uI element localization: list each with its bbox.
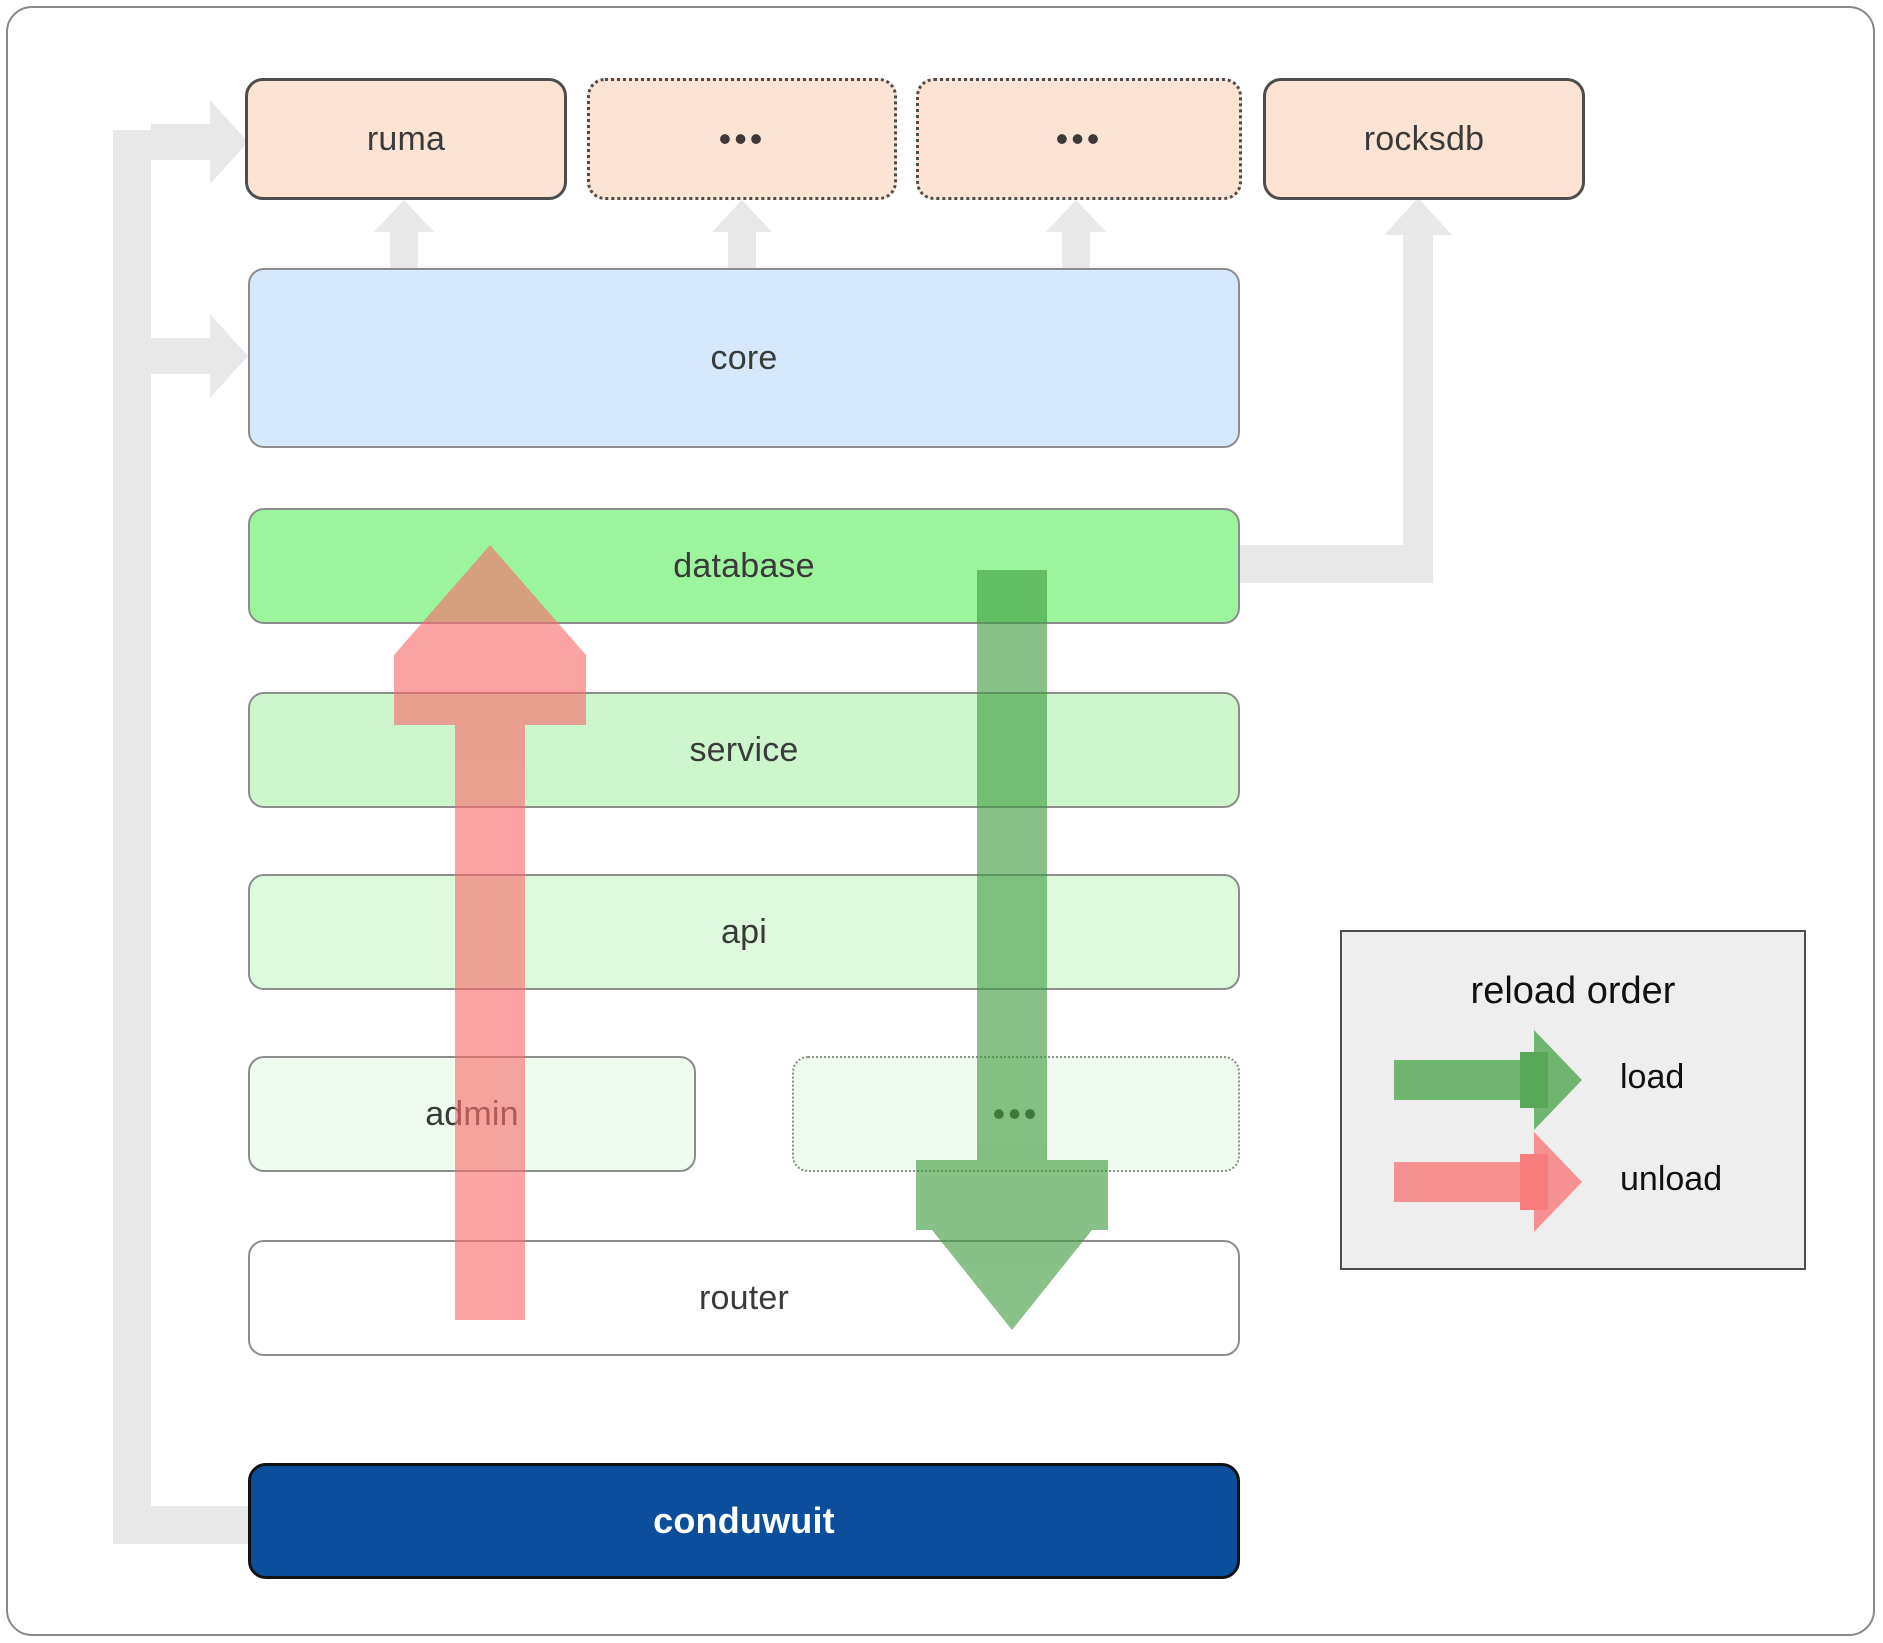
layer-box-admin[interactable]: admin — [248, 1056, 696, 1172]
layer-box-api[interactable]: api — [248, 874, 1240, 990]
dep-label-placeholder-1: ••• — [718, 117, 766, 159]
legend-title: reload order — [1470, 970, 1676, 1012]
layer-box-admin-placeholder[interactable]: ••• — [792, 1056, 1240, 1172]
layer-box-database[interactable]: database — [248, 508, 1240, 624]
legend-label-load: load — [1620, 1058, 1685, 1096]
dep-label-rocksdb: rocksdb — [1363, 119, 1485, 158]
core-label: core — [710, 338, 778, 377]
connector-database-to-rocksdb-riser — [1384, 198, 1452, 583]
connector-arrow-to-ruma — [151, 100, 248, 184]
layer-label-admin: admin — [425, 1094, 519, 1133]
app-box-conduwuit[interactable]: conduwuit — [248, 1463, 1240, 1579]
dep-box-placeholder-2[interactable]: ••• — [916, 78, 1242, 200]
core-box[interactable]: core — [248, 268, 1240, 448]
connector-arrow-core-to-dep3 — [1046, 200, 1106, 270]
dep-box-placeholder-1[interactable]: ••• — [587, 78, 897, 200]
legend-panel: reload order load unload — [1340, 930, 1806, 1270]
dep-label-placeholder-2: ••• — [1055, 117, 1103, 159]
dep-box-rocksdb[interactable]: rocksdb — [1263, 78, 1585, 200]
dep-label-ruma: ruma — [366, 119, 446, 158]
layer-label-database: database — [673, 546, 815, 585]
layer-label-admin-placeholder: ••• — [992, 1092, 1040, 1134]
connector-arrow-to-core — [151, 314, 248, 398]
connector-trunk-left — [113, 130, 151, 1525]
layer-label-router: router — [698, 1278, 790, 1317]
layer-label-service: service — [689, 730, 799, 769]
connector-database-to-rocksdb — [1237, 545, 1403, 583]
dep-box-ruma[interactable]: ruma — [245, 78, 567, 200]
connector-arrow-core-to-ruma — [374, 200, 434, 270]
legend-arrows — [1394, 1030, 1582, 1232]
legend-unload-arrow — [1394, 1132, 1582, 1232]
layer-label-api: api — [721, 912, 767, 951]
connector-arrow-core-to-dep2 — [712, 200, 772, 270]
app-label-conduwuit: conduwuit — [653, 1500, 835, 1541]
layer-box-router[interactable]: router — [248, 1240, 1240, 1356]
legend-load-arrow — [1394, 1030, 1582, 1130]
layer-box-service[interactable]: service — [248, 692, 1240, 808]
legend-label-unload: unload — [1620, 1160, 1723, 1198]
connector-to-conduwuit — [113, 1506, 250, 1544]
